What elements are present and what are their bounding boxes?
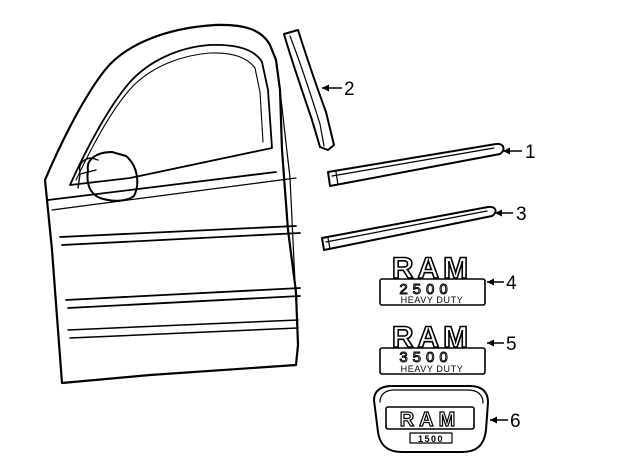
applique-pillar [283, 29, 335, 151]
callout-number: 4 [506, 273, 517, 294]
emblem-1500-brand: RAM [400, 409, 461, 431]
callout-1: 1 [503, 142, 536, 163]
callout-6: 6 [490, 411, 521, 432]
callout-3: 3 [495, 204, 527, 225]
callout-2: 2 [322, 79, 355, 100]
callout-number: 6 [510, 411, 521, 432]
emblem-3500-tag: HEAVY DUTY [401, 364, 464, 374]
belt-molding-rear [321, 205, 497, 251]
emblem-2500-tag: HEAVY DUTY [401, 295, 464, 305]
callout-5: 5 [487, 334, 517, 355]
front-door [43, 23, 301, 385]
callout-number: 1 [525, 142, 536, 163]
emblem-2500: RAM 2500 HEAVY DUTY [379, 251, 486, 306]
callout-number: 2 [344, 79, 355, 100]
callout-number: 5 [506, 334, 517, 355]
callout-number: 3 [516, 204, 527, 225]
emblem-3500: RAM 3500 HEAVY DUTY [379, 320, 486, 375]
emblem-ram-1500: RAM 1500 [373, 385, 489, 453]
emblem-2500-model: 2500 [399, 281, 452, 298]
callout-4: 4 [487, 273, 517, 294]
emblem-1500-model: 1500 [418, 434, 444, 444]
emblem-2500-brand: RAM [392, 252, 472, 285]
belt-molding-front [327, 142, 505, 187]
emblem-3500-model: 3500 [399, 349, 452, 366]
emblem-3500-brand: RAM [392, 321, 472, 354]
